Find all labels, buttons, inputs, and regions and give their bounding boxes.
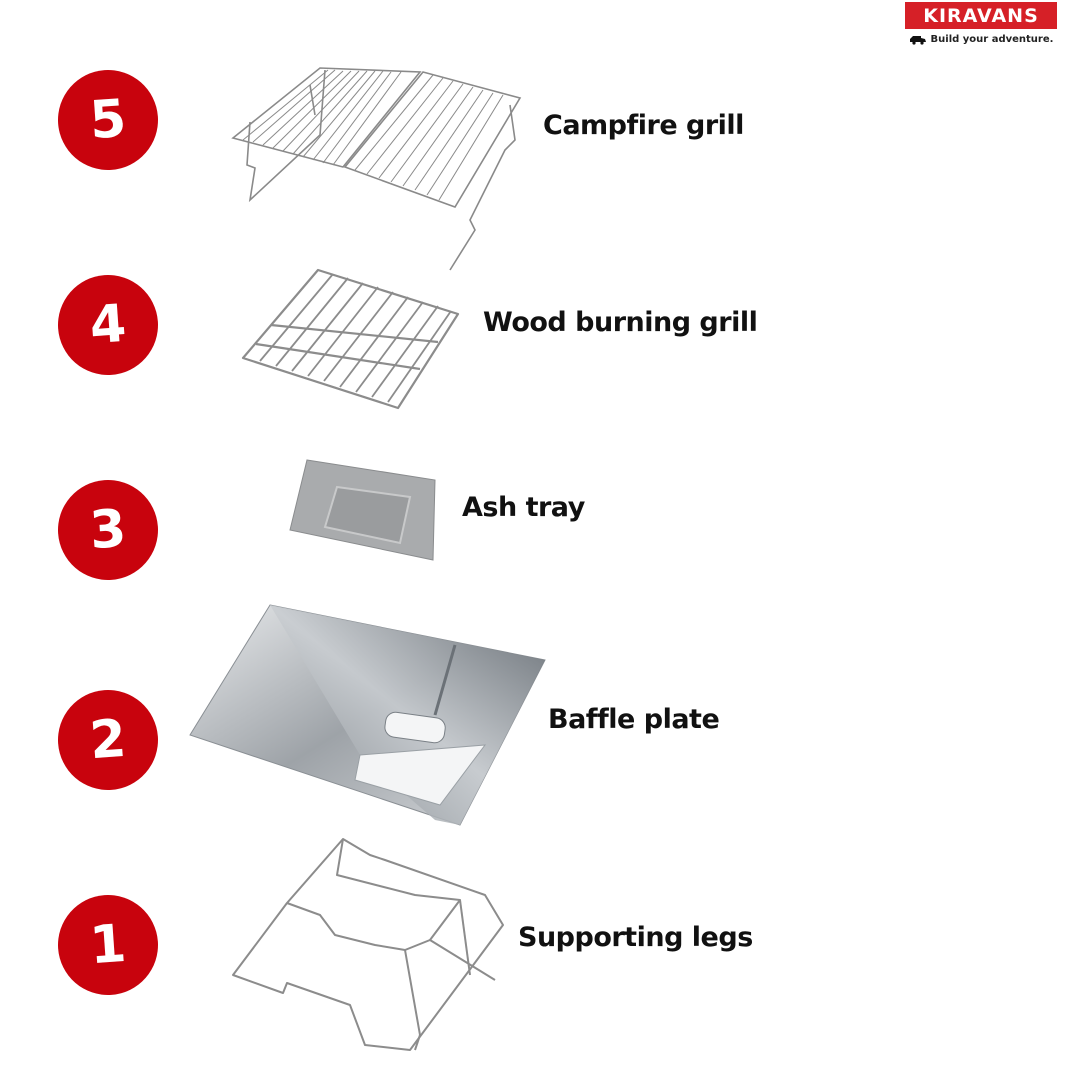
ash-tray-image (289, 459, 436, 561)
label-campfire-grill: Campfire grill (543, 110, 744, 141)
number-badge-3: 3 (54, 476, 162, 584)
van-icon (909, 35, 926, 45)
brand-name: KIRAVANS (905, 2, 1057, 29)
brand-tagline-row: Build your adventure. (905, 34, 1057, 45)
brand-logo: KIRAVANS Build your adventure. (905, 2, 1057, 45)
label-supporting-legs: Supporting legs (518, 922, 753, 953)
number-badge-5: 5 (54, 66, 162, 174)
label-ash-tray: Ash tray (462, 492, 585, 523)
number-badge-1: 1 (54, 891, 162, 999)
label-wood-burning-grill: Wood burning grill (483, 307, 758, 338)
supporting-legs-image (232, 838, 504, 1051)
number-badge-2: 2 (54, 686, 162, 794)
wood-burning-grill-image (241, 268, 460, 410)
number-badge-4: 4 (54, 271, 162, 379)
brand-tagline: Build your adventure. (930, 34, 1054, 45)
label-baffle-plate: Baffle plate (548, 704, 720, 735)
campfire-grill-image (231, 67, 522, 271)
baffle-plate-image (189, 604, 546, 826)
